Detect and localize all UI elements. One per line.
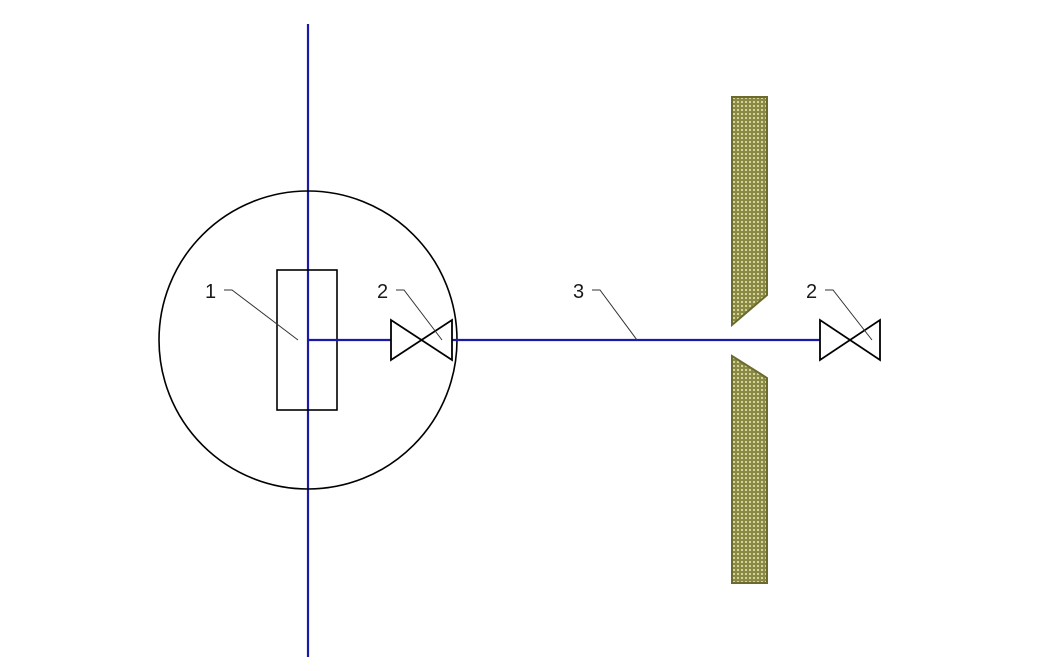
wall-upper: [731, 96, 768, 328]
leader-line-2b: [825, 289, 873, 341]
wall-lower: [731, 354, 768, 584]
label-2b: 2: [806, 281, 817, 303]
label-1: 1: [205, 281, 216, 303]
leader-line-1: [224, 289, 299, 341]
leader-line-3: [592, 289, 638, 341]
label-3: 3: [573, 281, 584, 303]
valve-icon: [390, 318, 453, 362]
valve-icon: [819, 318, 881, 362]
leader-line-2a: [396, 289, 443, 341]
label-2a: 2: [377, 281, 388, 303]
